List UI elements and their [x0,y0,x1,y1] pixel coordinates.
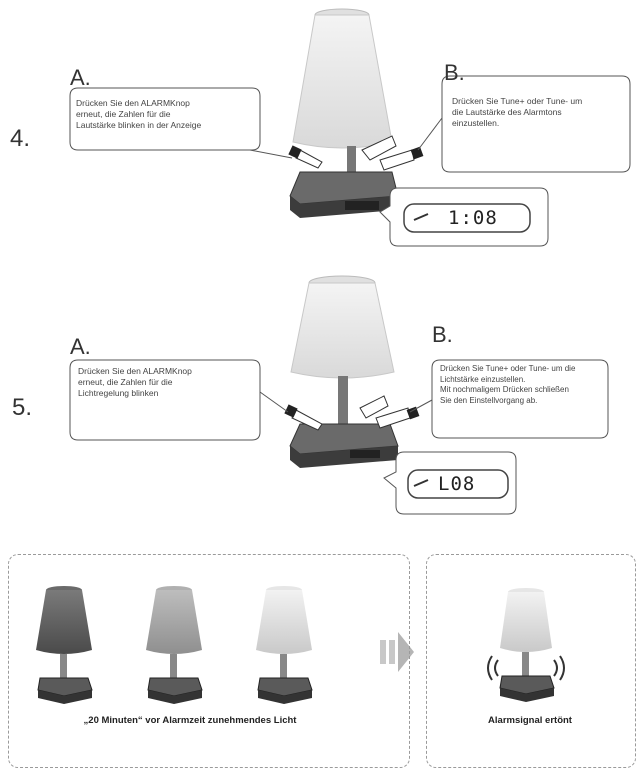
alarm-signal-panel [426,554,636,768]
step4-label-a: A. [70,65,91,90]
lcd-display-step4: 1:08 [448,207,498,229]
step5-a-text: Drücken Sie den ALARMKnop erneut, die Za… [78,366,192,398]
callout-bubble-4a [69,87,261,151]
sound-wave-right-icon [553,659,558,677]
alarm-signal-caption: Alarmsignal ertönt [488,715,572,726]
lamp-illustration-step5 [284,275,420,468]
step4-a-text: Drücken Sie den ALARMKnop erneut, die Za… [76,98,202,130]
lamp-illustration-step4 [288,8,424,218]
lcd-display-step5: L08 [438,473,476,495]
step5-label-b: B. [432,322,453,347]
callout-bubble-5b [431,359,609,439]
sound-wave-left-icon [494,659,499,677]
step4-label-b: B. [444,60,465,85]
step5-label-a: A. [70,334,91,359]
light-increase-caption: „20 Minuten“ vor Alarmzeit zunehmendes L… [83,715,297,726]
step5-b-text: Drücken Sie Tune+ oder Tune- um die Lich… [440,364,576,405]
callout-bubble-4b [441,75,631,173]
step-number-5: 5. [12,394,33,421]
alarm-lamp-illustration [487,588,565,702]
step4-b-text: Drücken Sie Tune+ oder Tune- um die Laut… [452,96,583,128]
arrow-right-icon [380,632,414,672]
light-increase-panel [8,554,410,768]
callout-bubble-5a [69,359,261,441]
step-number-4: 4. [10,125,31,152]
lamp-sequence [36,586,313,704]
